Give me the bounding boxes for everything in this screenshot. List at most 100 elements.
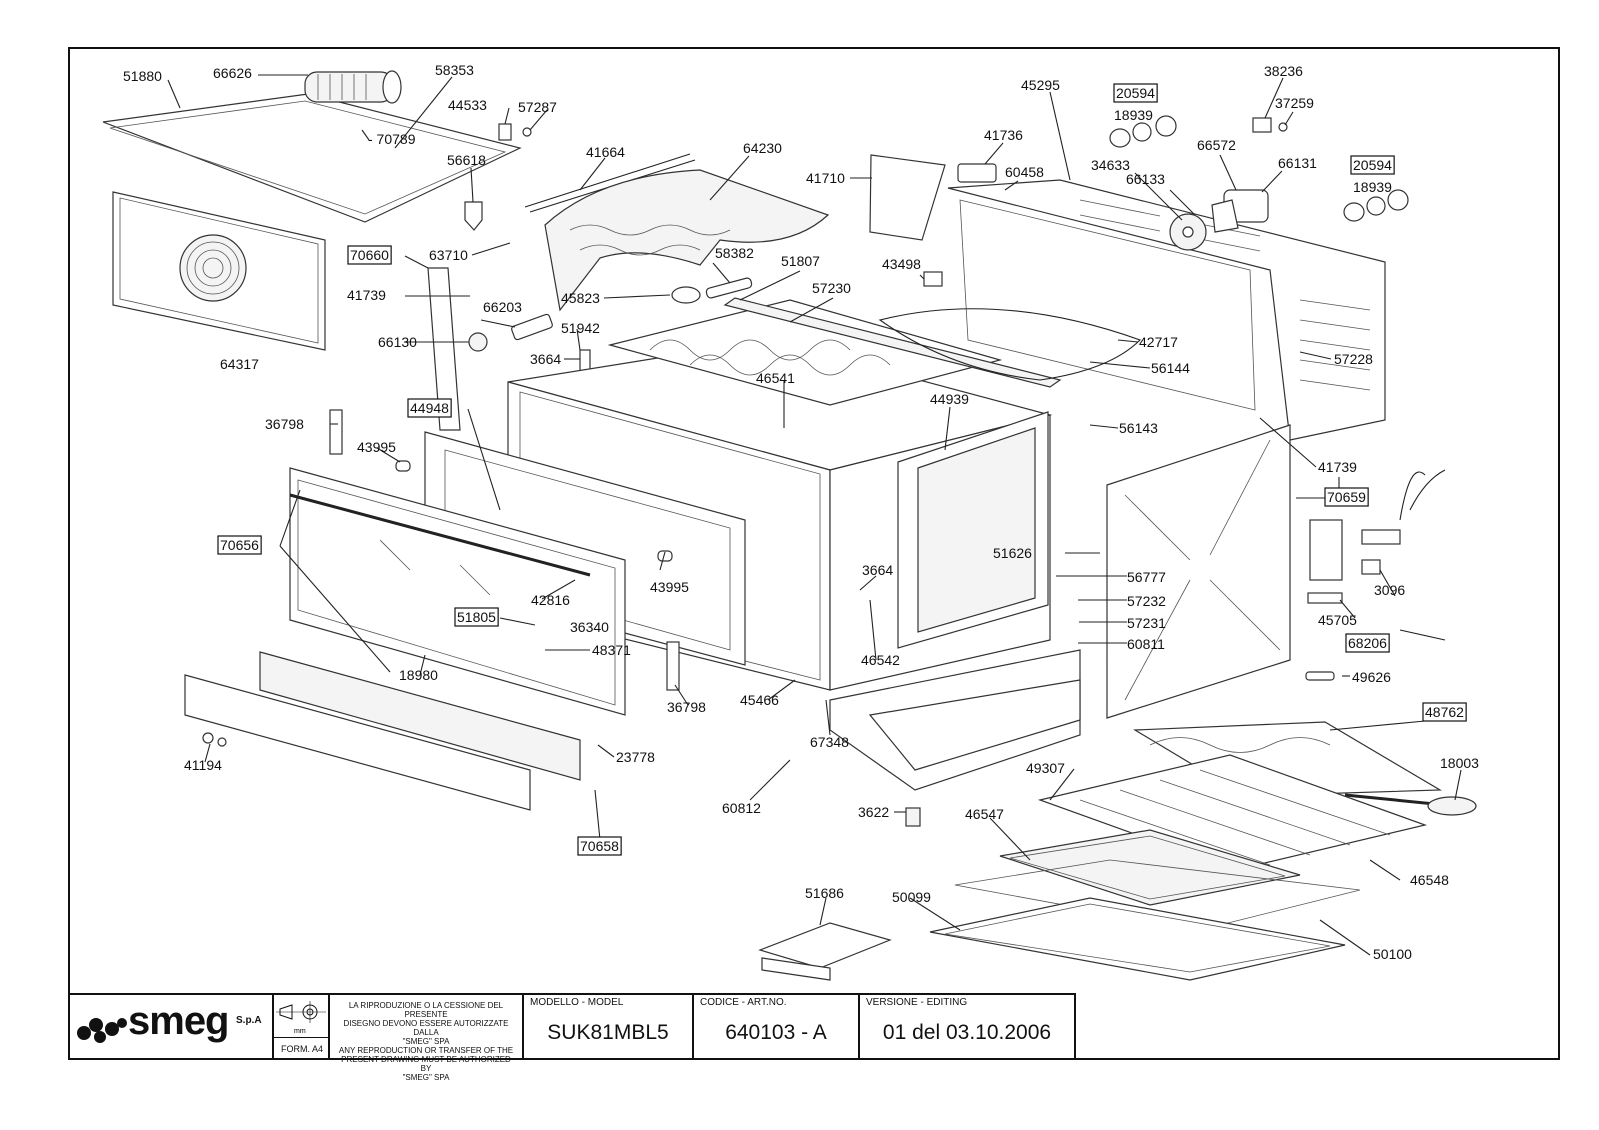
part-number-label: 42717: [1139, 334, 1178, 350]
part-number-label: 36798: [265, 416, 304, 432]
part-number-label: 41736: [984, 127, 1023, 143]
part-number-label: 18939: [1353, 179, 1392, 195]
part-number-label: 45295: [1021, 77, 1060, 93]
buffer-part-1: [395, 460, 411, 472]
part-number-label: 48371: [592, 642, 631, 658]
top-cover-panel: [102, 93, 522, 223]
part-number-label: 20594: [1353, 157, 1392, 173]
part-number-label: 3622: [858, 804, 889, 820]
code-label: CODICE - ART.NO.: [700, 997, 787, 1008]
screw-part: [522, 127, 532, 137]
notice-line: PRESENT DRAWING MUST BE AUTHORIZED BY: [341, 1055, 511, 1073]
part-number-label: 41739: [1318, 459, 1357, 475]
part-number-label: 44948: [410, 400, 449, 416]
projection-symbol: mm FORM. A4: [274, 993, 330, 1060]
part-number-label: 43498: [882, 256, 921, 272]
version-value: 01 del 03.10.2006: [882, 1021, 1052, 1044]
terminal-block-plate: [1309, 519, 1343, 581]
gasket-strip: [723, 297, 1062, 388]
notice-line: DISEGNO DEVONO ESSERE AUTORIZZATE DALLA: [343, 1019, 509, 1037]
part-number-box: [217, 535, 262, 555]
form-size: FORM. A4: [274, 1037, 330, 1060]
small-bracket: [923, 271, 943, 287]
part-number-label: 36798: [667, 699, 706, 715]
part-number-label: 63710: [429, 247, 468, 263]
hinge-bracket: [705, 277, 753, 299]
notice-line: ANY REPRODUCTION OR TRANSFER OF THE: [338, 1046, 514, 1055]
part-number-label: 56144: [1151, 360, 1190, 376]
part-number-label: 48762: [1425, 704, 1464, 720]
part-number-label: 46541: [756, 370, 795, 386]
side-door-panel: [897, 411, 1049, 649]
part-number-label: 60811: [1127, 636, 1165, 652]
part-number-label: 43995: [650, 579, 689, 595]
part-number-label: 51942: [561, 320, 600, 336]
part-number-label: 18939: [1114, 107, 1153, 123]
part-number-label: 60812: [722, 800, 761, 816]
part-number-label: 3096: [1374, 582, 1405, 598]
part-number-label: 46547: [965, 806, 1004, 822]
brand-logo: smeg S.p.A: [68, 993, 274, 1060]
rod-part: [524, 153, 691, 208]
part-number-label: 41739: [347, 287, 386, 303]
part-number-label: 45466: [740, 692, 779, 708]
rack-support-holder: [758, 922, 892, 981]
clamp-part: [1361, 559, 1381, 575]
part-number-box: [1350, 155, 1395, 175]
part-number-label: 64230: [743, 140, 782, 156]
part-number-label: 56777: [1127, 569, 1166, 585]
lamp-switch-part: [957, 163, 997, 183]
part-number-label: 51880: [123, 68, 162, 84]
drip-pan: [929, 897, 1346, 981]
part-number-label: 37259: [1275, 95, 1314, 111]
part-number-box: [1324, 487, 1369, 507]
circular-heating-element: [878, 308, 1142, 381]
part-number-label: 46542: [861, 652, 900, 668]
insulation-blanket: [544, 169, 830, 312]
part-number-label: 66133: [1126, 171, 1165, 187]
part-number-box: [1113, 83, 1158, 103]
part-number-label: 51686: [805, 885, 844, 901]
part-number-label: 70660: [350, 247, 389, 263]
convection-fan-and-motor: [1169, 189, 1269, 251]
version-field: VERSIONE - EDITING 01 del 03.10.2006: [860, 993, 1076, 1060]
part-number-label: 41664: [586, 144, 625, 160]
baking-tray: [999, 829, 1301, 906]
part-number-label: 3664: [530, 351, 561, 367]
part-number-label: 45823: [561, 290, 600, 306]
brand-suffix: S.p.A: [236, 1015, 262, 1026]
part-number-label: 18003: [1440, 755, 1479, 771]
buffer-part-2: [657, 550, 673, 562]
knob-bezel-2: [217, 737, 227, 747]
door-hinge-right: [666, 641, 680, 691]
left-front-frame: [427, 267, 461, 431]
terminal-block: [1361, 529, 1401, 545]
part-number-label: 64317: [220, 356, 259, 372]
notice-line: "SMEG" SPA: [402, 1037, 450, 1046]
door-hinge-left: [329, 409, 343, 455]
deflector-part: [464, 201, 483, 231]
part-number-label: 50100: [1373, 946, 1412, 962]
cooling-duct-part: [671, 286, 701, 304]
part-number-label: 57287: [518, 99, 557, 115]
top-heating-element: [607, 299, 1003, 406]
part-number-label: 56143: [1119, 420, 1158, 436]
part-number-label: 46548: [1410, 872, 1449, 888]
part-number-label: 58353: [435, 62, 474, 78]
part-number-box: [407, 398, 452, 418]
part-number-label: 43995: [357, 439, 396, 455]
part-number-label: 57230: [812, 280, 851, 296]
part-number-label: 57231: [1127, 615, 1166, 631]
model-value: SUK81MBL5: [547, 1021, 669, 1044]
model-label: MODELLO - MODEL: [530, 997, 624, 1008]
logo-dots-icon: [77, 1018, 127, 1043]
part-number-box: [577, 836, 622, 856]
part-number-label: 57232: [1127, 593, 1166, 609]
notice-line: "SMEG" SPA: [402, 1073, 450, 1082]
part-number-label: 23778: [616, 749, 655, 765]
part-number-label: 70656: [220, 537, 259, 553]
part-number-label: 70659: [1327, 489, 1366, 505]
part-number-label: 20594: [1116, 85, 1155, 101]
